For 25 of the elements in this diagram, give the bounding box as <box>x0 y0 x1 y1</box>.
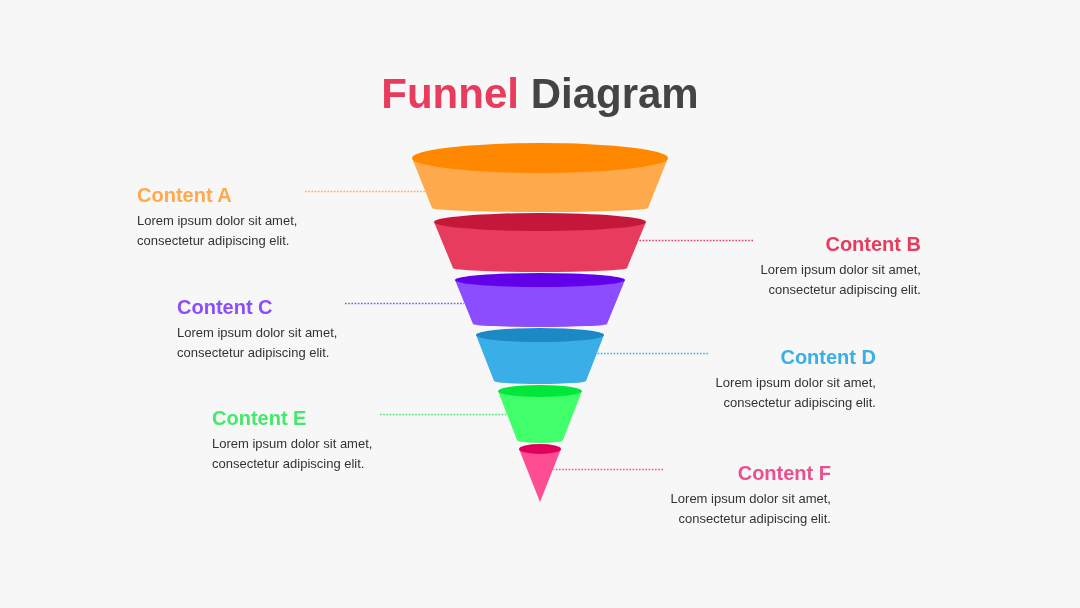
leader-line <box>344 302 465 305</box>
description-text: Lorem ipsum dolor sit amet, consectetur adipiscing elit. <box>669 490 831 528</box>
leader-line <box>379 413 508 416</box>
section-heading: Content F <box>737 461 831 485</box>
leader-line <box>596 352 709 355</box>
section-heading: Content A <box>137 183 232 207</box>
description-text: Lorem ipsum dolor sit amet, consectetur adipiscing elit. <box>759 261 921 299</box>
funnel-segment <box>498 385 582 443</box>
section-heading: Content E <box>212 406 307 430</box>
title: Funnel Diagram <box>381 69 699 119</box>
leader-line <box>552 468 664 471</box>
funnel-segment <box>476 328 604 384</box>
funnel-segment <box>434 213 646 272</box>
section-heading: Content C <box>177 295 273 319</box>
section-heading: Content D <box>780 345 876 369</box>
funnel-tip <box>519 444 561 502</box>
description-text: Lorem ipsum dolor sit amet, consectetur adipiscing elit. <box>137 212 299 250</box>
funnel-segment <box>412 143 668 212</box>
leader-line <box>304 190 426 193</box>
funnel-segment <box>455 273 625 327</box>
section-heading: Content B <box>825 232 921 256</box>
description-text: Lorem ipsum dolor sit amet, consectetur adipiscing elit. <box>212 435 374 473</box>
description-text: Lorem ipsum dolor sit amet, consectetur adipiscing elit. <box>714 374 876 412</box>
leader-line <box>638 239 754 242</box>
description-text: Lorem ipsum dolor sit amet, consectetur adipiscing elit. <box>177 324 339 362</box>
